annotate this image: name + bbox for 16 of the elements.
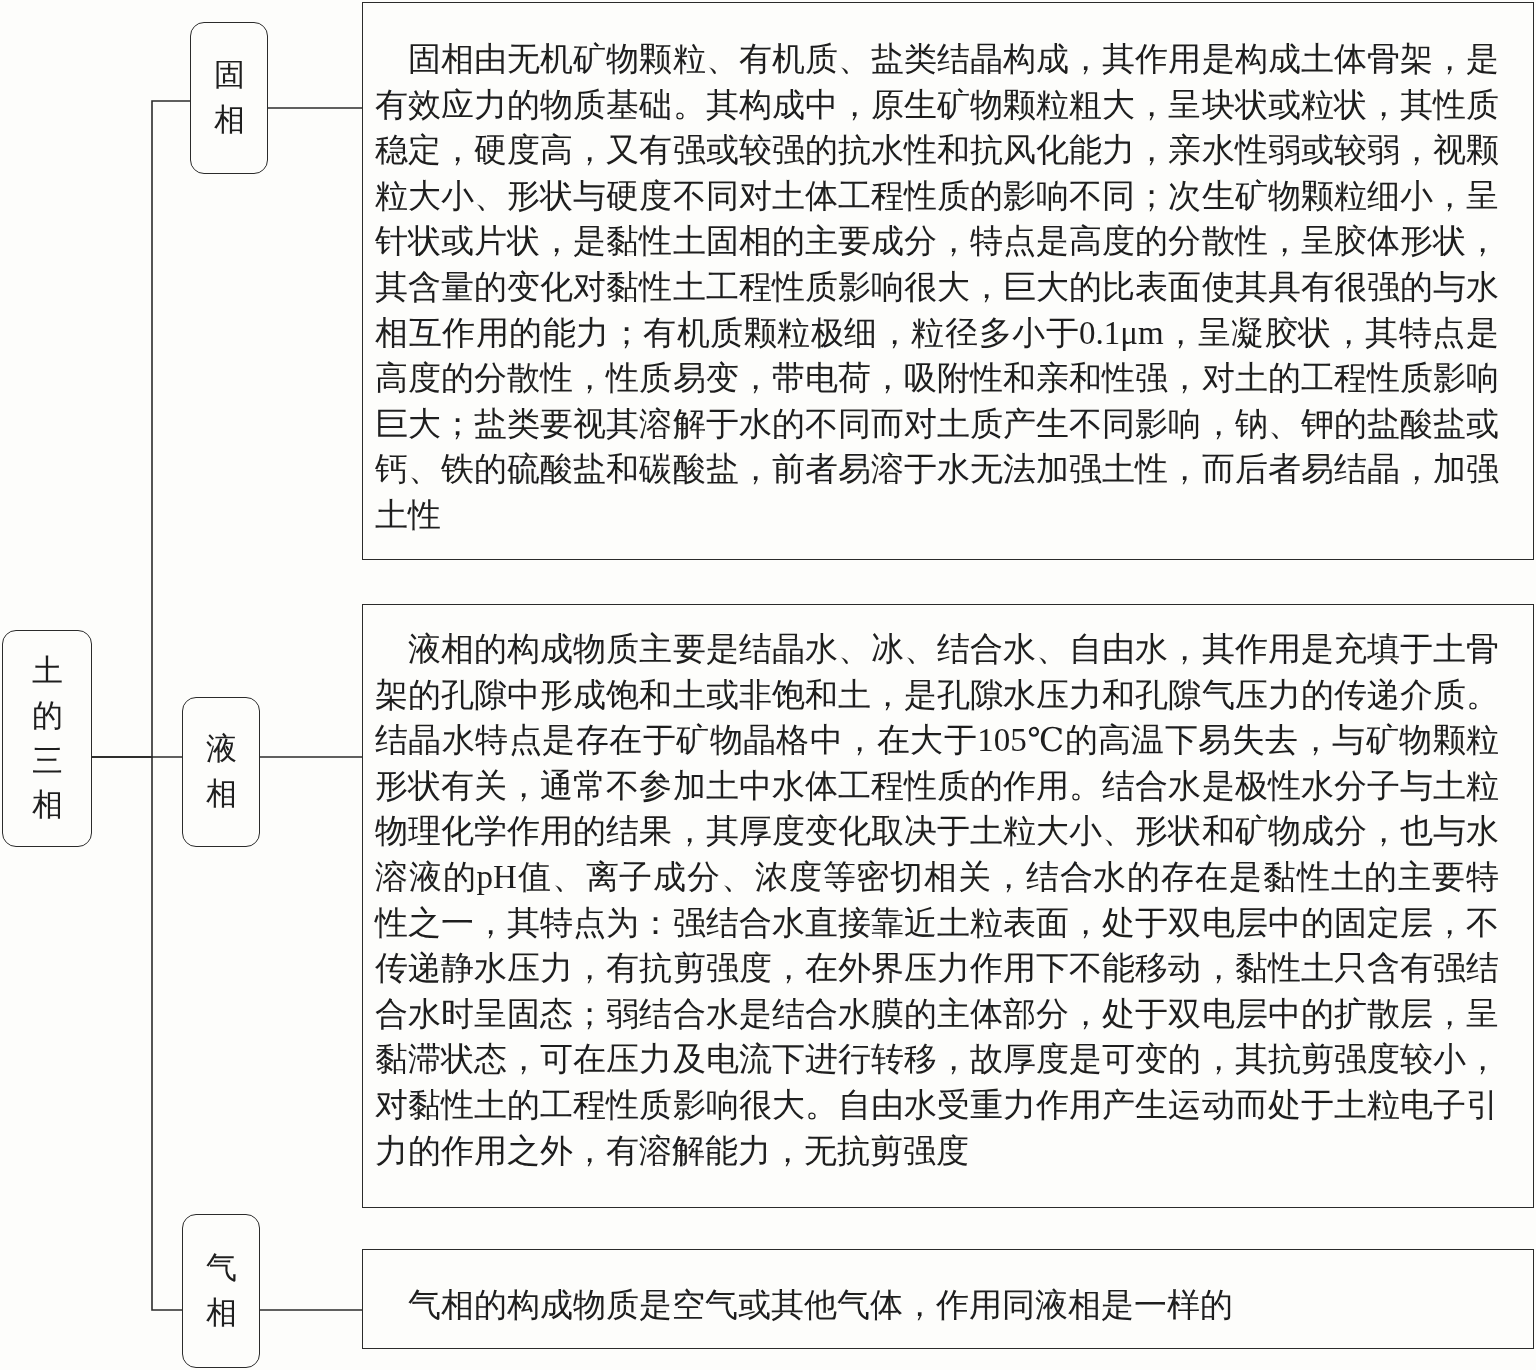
description-text: 液相的构成物质主要是结晶水、冰、结合水、自由水，其作用是充填于土骨架的孔隙中形成饱和土或非饱和土，是孔隙水压力和孔隙气压力的传递介质。结晶水特点是存在于矿物晶格中，在大于105℃的高温下易失去，与矿物颗粒形状有关，通常不参加土中水体工程性质的作用。结合水是极性水分子与土粒物理化学作用的结果，其厚度变化取决于土粒大小、形状和矿物成分，也与水溶液的pH值、离子成分、浓度等密切相关，结合水的存在是黏性土的主要特性之一，其特点为：强结合水直接靠近土粒表面，处于双电层中的固定层，不传递静水压力，有抗剪强度，在外界压力作用下不能移动，黏性土只含有强结合水时呈固态；弱结合水是结合水膜的主体部分，处于双电层中的扩散层，呈黏滞状态，可在压力及电流下进行转移，故厚度是可变的，其抗剪强度较小，对黏性土的工程性质影响很大。自由水受重力作用产生运动而处于土粒电子引力的作用之外，有溶解能力，无抗剪强度 — [375, 630, 1499, 1171]
phase-box — [190, 22, 268, 174]
connector-line — [267, 107, 363, 109]
topic-box — [2, 630, 92, 847]
connector-line — [91, 756, 183, 1311]
phase-box — [182, 1214, 260, 1368]
phase-box — [182, 697, 260, 847]
connector-line — [259, 756, 363, 758]
description-box — [362, 1249, 1534, 1349]
connector-line — [259, 1309, 363, 1311]
description-text: 气相的构成物质是空气或其他气体，作用同液相是一样的 — [407, 1286, 1234, 1325]
topic-label: 土的三相 — [31, 651, 63, 825]
phase-label: 气相 — [205, 1249, 237, 1332]
phase-label: 液相 — [205, 730, 237, 813]
phase-label: 固相 — [213, 56, 245, 139]
description-text: 固相由无机矿物颗粒、有机质、盐类结晶构成，其作用是构成土体骨架，是有效应力的物质基础。其构成中，原生矿物颗粒粗大，呈块状或粒状，其性质稳定，硬度高，又有强或较强的抗水性和抗风化能力，亲水性弱或较弱，视颗粒大小、形状与硬度不同对土体工程性质的影响不同；次生矿物颗粒细小，呈针状或片状，是黏性土固相的主要成分，特点是高度的分散性，呈胶体形状，其含量的变化对黏性土工程性质影响很大，巨大的比表面使其具有很强的与水相互作用的能力；有机质颗粒极细，粒径多小于0.1μm，呈凝胶状，其特点是高度的分散性，性质易变，带电荷，吸附性和亲和性强，对土的工程性质影响巨大；盐类要视其溶解于水的不同而对土质产生不同影响，钠、钾的盐酸盐或钙、铁的硫酸盐和碳酸盐，前者易溶于水无法加强土性，而后者易结晶，加强土性 — [375, 40, 1499, 535]
